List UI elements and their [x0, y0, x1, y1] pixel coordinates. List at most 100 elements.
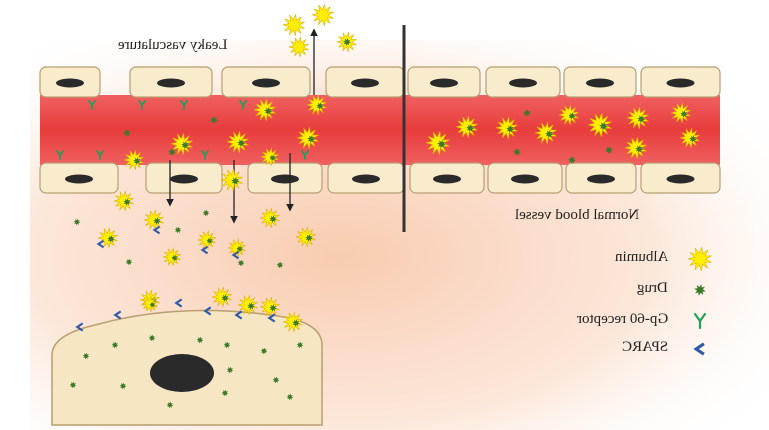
legend-item-label: SPARC	[621, 339, 668, 355]
endothelial-nucleus	[666, 78, 695, 88]
sparc-chevron-icon	[231, 250, 240, 260]
albumin-star-icon	[237, 294, 258, 316]
sparc-chevron-icon	[200, 245, 209, 255]
albumin-star-icon	[220, 168, 243, 192]
drug-star-icon	[196, 336, 204, 344]
drug-star-icon	[206, 237, 214, 245]
drug-star-icon	[73, 218, 81, 226]
gp60-receptor-icon	[301, 150, 309, 160]
drug-star-icon	[292, 319, 300, 327]
albumin-star-icon	[282, 311, 303, 333]
albumin-star-icon	[626, 106, 649, 130]
drug-star-icon	[221, 294, 229, 302]
drug-star-icon	[153, 217, 161, 225]
albumin-star-icon	[624, 136, 647, 160]
drug-star-icon	[202, 209, 210, 217]
endothelial-cell	[487, 162, 563, 194]
endothelial-cell	[39, 66, 101, 98]
sparc-chevron-icon	[267, 313, 276, 323]
endothelial-cell	[485, 66, 561, 98]
endothelial-nucleus	[666, 174, 695, 184]
gp60-receptor-icon	[56, 150, 64, 160]
endothelial-nucleus	[433, 174, 461, 184]
drug-star-icon	[269, 215, 277, 223]
drug-star-icon	[466, 124, 475, 133]
endothelial-cell	[247, 162, 323, 194]
drug-star-icon	[437, 139, 447, 149]
drug-star-icon	[181, 141, 190, 150]
endothelial-nucleus	[351, 78, 379, 88]
gp60-receptor-icon	[693, 312, 707, 330]
endothelial-nucleus	[430, 78, 458, 88]
drug-star-icon	[123, 129, 131, 137]
albumin-star-icon	[259, 296, 280, 318]
normal-vessel-label: Normal blood vessel	[515, 207, 640, 223]
albumin-star-icon	[295, 226, 316, 248]
albumin-star-icon	[296, 126, 319, 150]
endothelial-nucleus	[170, 174, 198, 184]
endothelial-cell	[640, 162, 721, 194]
endothelial-nucleus	[271, 174, 299, 184]
drug-star-icon	[237, 259, 245, 267]
endothelial-cell	[407, 66, 481, 98]
gp60-receptor-icon	[239, 100, 247, 110]
albumin-star-icon	[123, 149, 144, 171]
drug-star-icon	[69, 381, 77, 389]
drug-star-icon	[272, 376, 280, 384]
albumin-star-icon	[227, 237, 246, 258]
endothelial-nucleus	[587, 174, 615, 184]
endothelial-nucleus	[65, 174, 93, 184]
drug-star-icon	[637, 115, 646, 124]
drug-star-icon	[269, 154, 277, 162]
albumin-star-icon	[282, 13, 305, 37]
endothelial-cell	[409, 162, 485, 194]
endothelial-nucleus	[157, 78, 185, 88]
drug-star-icon	[247, 302, 255, 310]
drug-star-icon	[166, 401, 174, 409]
endothelial-cell	[327, 162, 405, 194]
sparc-chevron-icon	[693, 342, 705, 356]
gp60-receptor-icon	[201, 150, 209, 160]
drug-star-icon	[223, 341, 231, 349]
albumin-star-icon	[495, 116, 518, 140]
drug-star-icon	[221, 389, 229, 397]
albumin-star-icon	[534, 121, 557, 145]
endothelial-cell	[325, 66, 405, 98]
tumor-cell-nucleus	[150, 354, 214, 392]
drug-star-icon	[107, 235, 115, 243]
tumor-cell	[51, 309, 323, 426]
drug-star-icon	[605, 146, 613, 154]
drug-star-icon	[305, 234, 313, 242]
drug-star-icon	[133, 157, 141, 165]
albumin-star-icon	[113, 190, 134, 212]
drug-star-icon	[174, 226, 182, 234]
albumin-star-icon	[259, 207, 280, 229]
sparc-chevron-icon	[96, 239, 105, 249]
gp60-receptor-icon	[138, 100, 146, 110]
endothelial-cell	[565, 162, 637, 194]
albumin-star-icon	[260, 146, 279, 167]
albumin-star-icon	[211, 286, 232, 308]
sparc-chevron-icon	[113, 310, 122, 320]
endothelial-nucleus	[56, 78, 84, 88]
albumin-star-icon	[455, 115, 478, 139]
drug-star-icon	[545, 130, 554, 139]
albumin-star-icon	[288, 36, 309, 58]
albumin-star-icon	[141, 295, 158, 313]
albumin-star-icon	[170, 132, 193, 156]
drug-star-icon	[119, 382, 127, 390]
albumin-star-icon	[253, 98, 276, 122]
drug-star-icon	[568, 112, 576, 120]
albumin-star-icon	[425, 130, 450, 156]
endothelial-cell	[129, 66, 213, 98]
endothelial-cell	[39, 162, 119, 194]
endothelial-nucleus	[511, 174, 539, 184]
drug-star-icon	[635, 145, 644, 154]
sparc-chevron-icon	[174, 298, 183, 308]
drug-star-icon	[231, 177, 240, 186]
albumin-star-icon	[311, 3, 334, 27]
gp60-receptor-icon	[180, 100, 188, 110]
drug-star-icon	[689, 135, 697, 143]
endothelial-nucleus	[586, 78, 614, 88]
